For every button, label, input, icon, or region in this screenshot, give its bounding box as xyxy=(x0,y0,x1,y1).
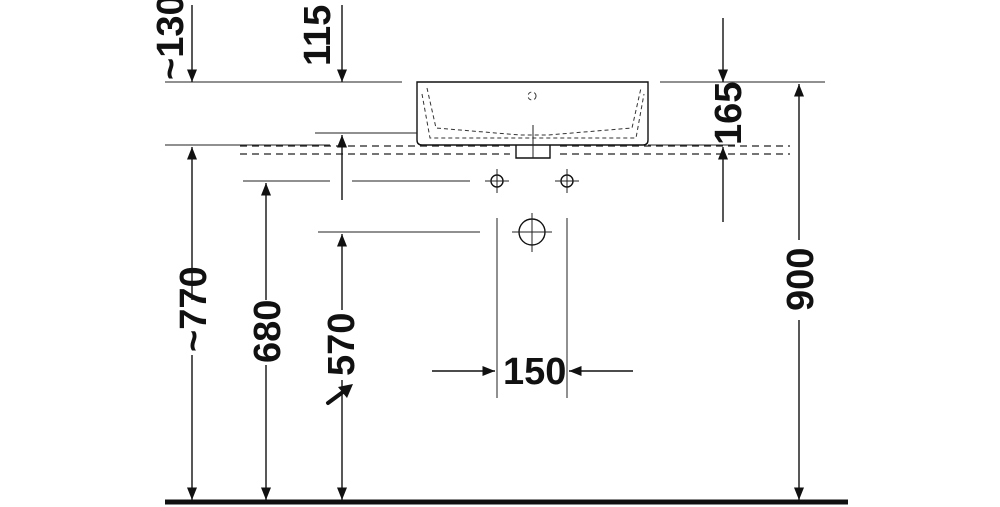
dimension-label-115: 115 xyxy=(297,5,339,66)
dimension-overall-height: 900 xyxy=(780,84,822,500)
dimension-drain-height: 570 xyxy=(321,234,363,500)
dimension-waste-outlet-height: ~770 xyxy=(173,147,215,500)
dimension-supply-height: 680 xyxy=(247,183,289,500)
pointer-arrow-icon xyxy=(326,384,353,405)
dimension-label-570: 570 xyxy=(321,313,363,376)
dimension-overflow-height: ~130 xyxy=(150,0,198,82)
dimension-supply-spacing: 150 xyxy=(432,351,633,393)
drain-outlet xyxy=(512,213,552,252)
dimension-label-150: 150 xyxy=(503,351,566,393)
dimension-label-165: 165 xyxy=(708,82,750,145)
dimension-tap-hole-depth: 115 xyxy=(297,5,348,200)
dimension-label-680: 680 xyxy=(247,300,289,363)
dimension-label-900: 900 xyxy=(780,248,822,311)
dimension-label-130: ~130 xyxy=(150,0,192,80)
supply-valve-right xyxy=(555,169,579,193)
dimension-basin-height: 165 xyxy=(708,18,750,222)
supply-valve-left xyxy=(485,169,509,193)
dimension-label-770: ~770 xyxy=(173,266,215,352)
countertop-dashed xyxy=(240,145,790,155)
basin xyxy=(416,81,649,159)
